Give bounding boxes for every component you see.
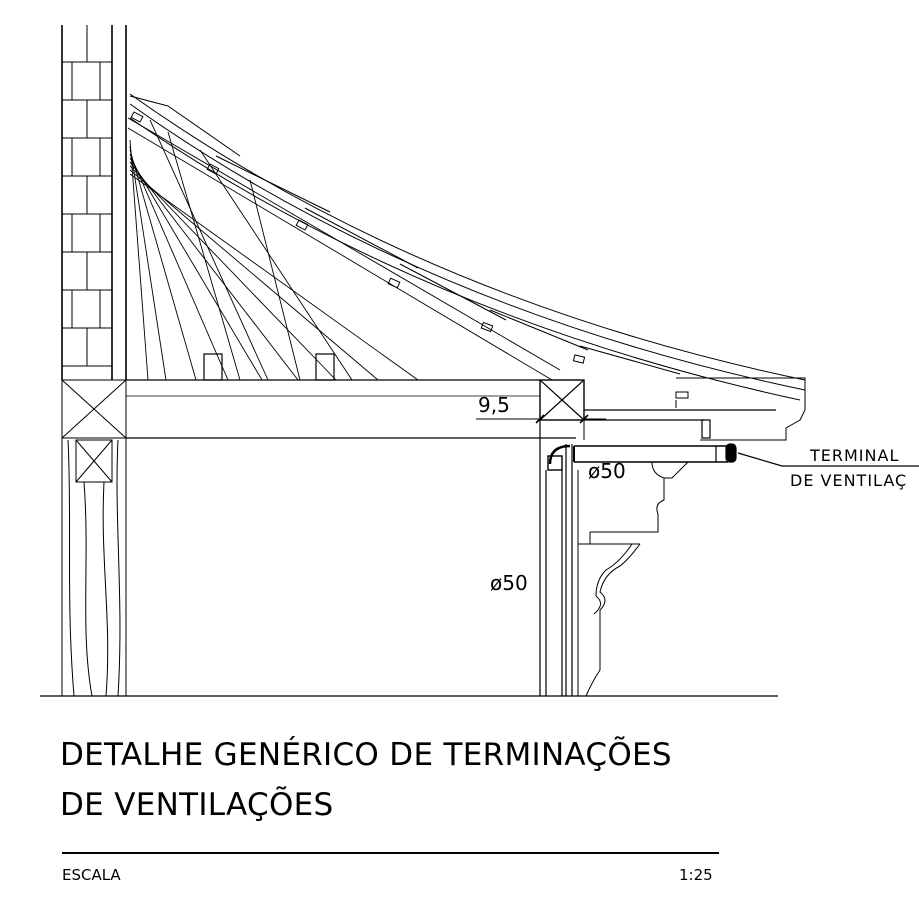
callout-label-line1: TERMINAL [809, 446, 899, 465]
dimension-width [476, 400, 606, 440]
title-line-1: DETALHE GENÉRICO DE TERMINAÇÕES [60, 737, 672, 773]
vertical-pipe-diameter-label: ø50 [490, 571, 528, 595]
cornice-moulding [576, 461, 689, 697]
ceiling-block [203, 353, 223, 381]
callout-leader [737, 452, 919, 467]
scale-value: 1:25 [679, 866, 713, 884]
drawing-title: DETALHE GENÉRICO DE TERMINAÇÕES DE VENTI… [60, 730, 720, 830]
scale-label: ESCALA [62, 866, 121, 884]
ceiling-block [315, 353, 335, 381]
title-divider [62, 852, 719, 854]
horizontal-pipe-diameter-label: ø50 [588, 459, 626, 483]
dimension-width-label: 9,5 [478, 393, 510, 417]
rafters [127, 117, 561, 381]
timber-post [61, 379, 127, 697]
roof-tiles [129, 93, 806, 441]
callout-label-line2: DE VENTILAÇ [790, 471, 907, 490]
ceiling-lines [40, 379, 778, 697]
vertical-vent-pipe [539, 437, 576, 696]
brick-wall [61, 25, 127, 380]
title-line-2: DE VENTILAÇÕES [60, 787, 334, 823]
beam-section [539, 379, 776, 439]
vent-termination-detail-drawing: 9,5 ø50 ø50 TERMINAL DE VENTILAÇ [40, 25, 919, 697]
